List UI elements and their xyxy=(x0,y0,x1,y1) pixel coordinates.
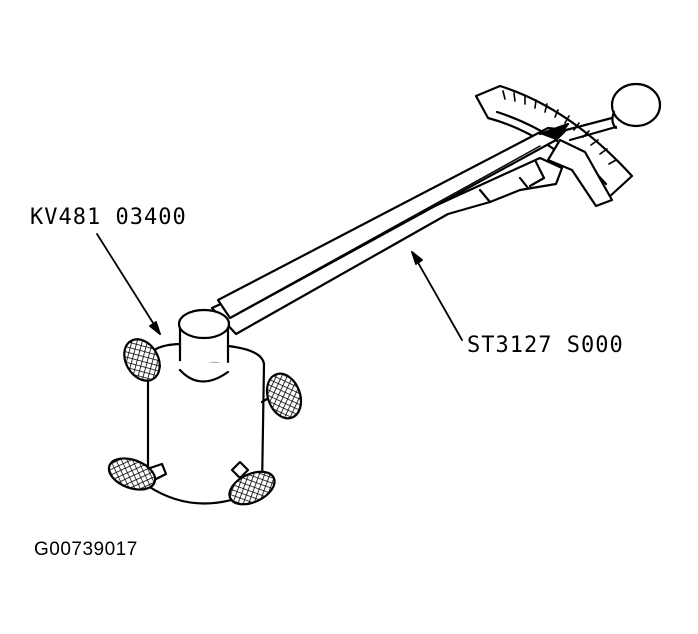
thumb-screw-front-right xyxy=(228,460,276,506)
leader-arrow-adapter xyxy=(96,233,161,335)
handle-knob xyxy=(564,82,662,142)
wrench-beam xyxy=(210,122,570,336)
thumb-screw-right xyxy=(260,372,303,420)
thumb-screw-front-left xyxy=(107,457,168,491)
leader-arrow-wrench xyxy=(411,251,463,341)
thumb-screw-left-top xyxy=(123,338,162,382)
figure-id: G00739017 xyxy=(34,539,138,560)
wrench-part-number: ST3127 S000 xyxy=(467,333,624,358)
adapter-part-number: KV481 03400 xyxy=(30,205,187,230)
